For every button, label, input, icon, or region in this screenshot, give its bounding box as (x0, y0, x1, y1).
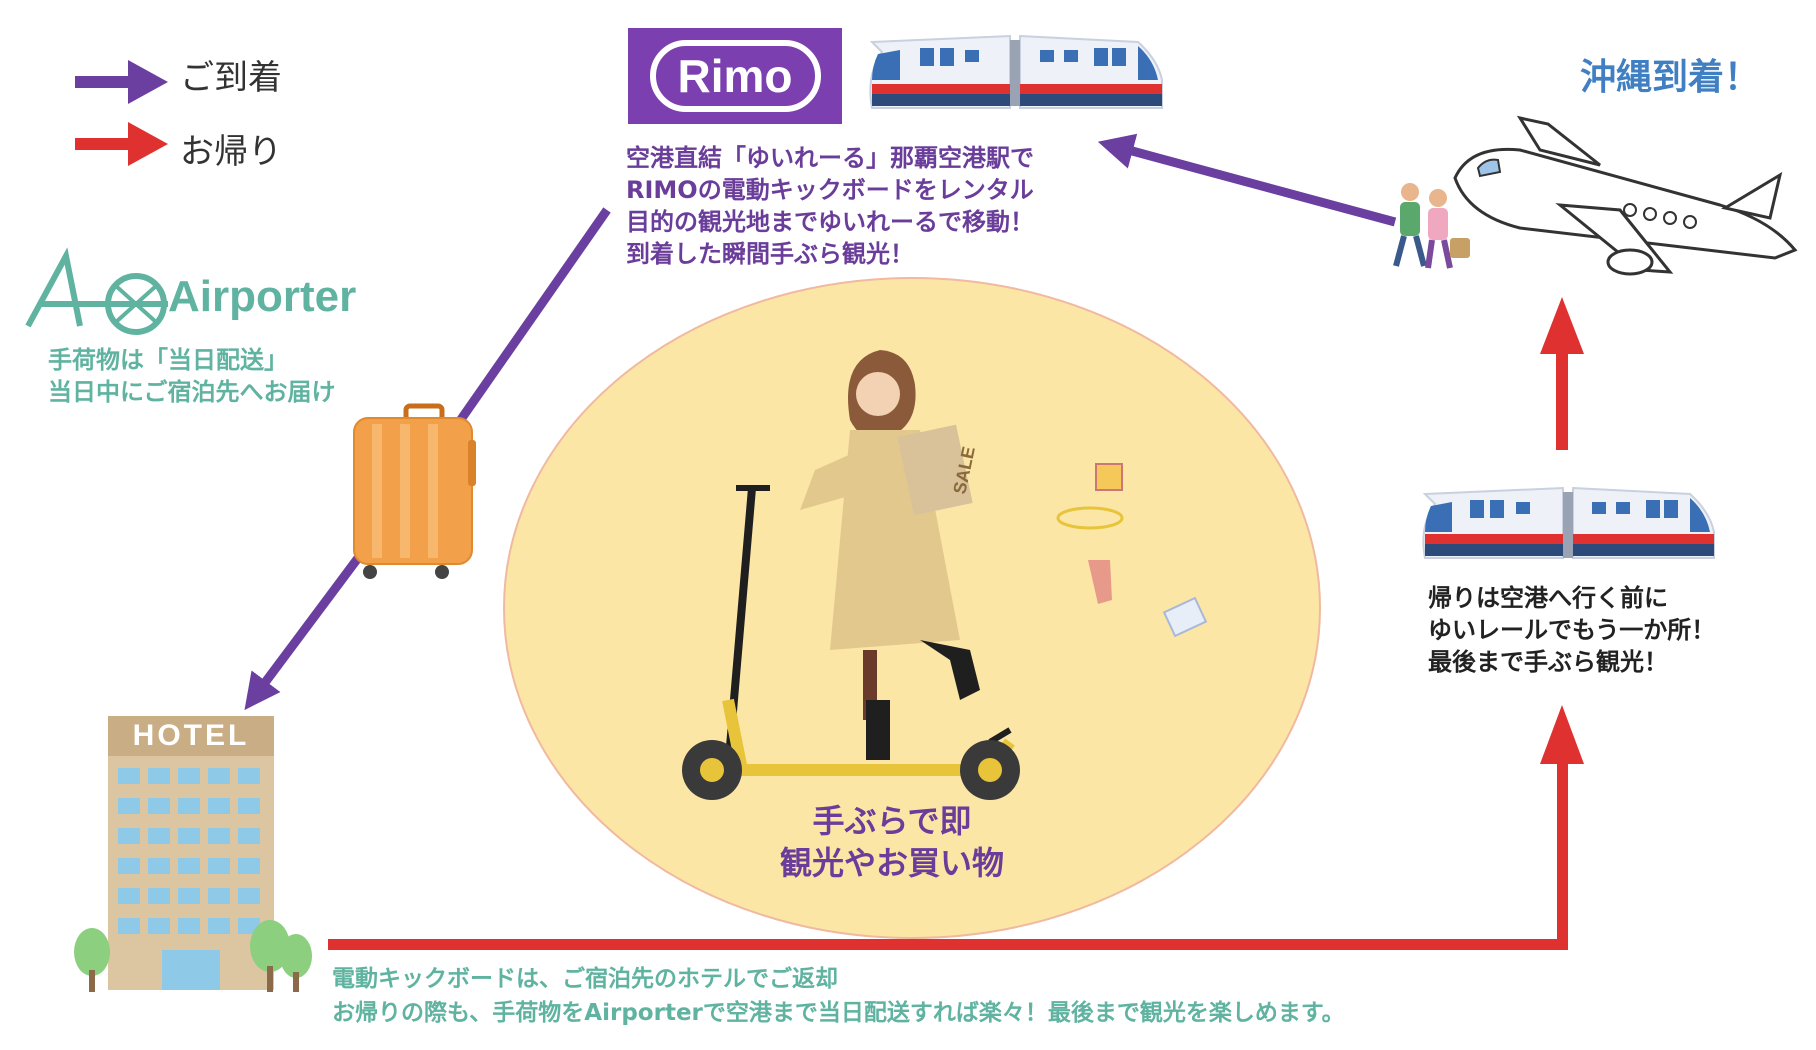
hotel-illustration (74, 716, 312, 992)
airporter-logo: Airporter (18, 246, 408, 336)
train-illustration-right (1423, 488, 1714, 558)
return-note-line-1: 帰りは空港へ行く前に (1428, 582, 1715, 614)
legend-arrival-arrow (75, 60, 168, 104)
bottom-note-line-2: お帰りの際も、手荷物をAirporterで空港まで当日配送すれば楽々！最後まで観… (332, 996, 1345, 1030)
rimo-line-3: 目的の観光地までゆいれーるで移動！ (626, 206, 1034, 238)
return-note-line-2: ゆいレールでもう一か所！ (1428, 614, 1715, 646)
return-note: 帰りは空港へ行く前に ゆいレールでもう一か所！ 最後まで手ぶら観光！ (1428, 582, 1715, 678)
bottom-note: 電動キックボードは、ご宿泊先のホテルでご返却 お帰りの際も、手荷物をAirpor… (332, 962, 1345, 1030)
suitcase-illustration (354, 406, 476, 579)
arrow-rimo-to-luggage (448, 210, 607, 438)
airporter-line-1: 手荷物は「当日配送」 (48, 344, 336, 376)
arrow-airport-to-rimo (1110, 145, 1395, 222)
rimo-line-4: 到着した瞬間手ぶら観光！ (626, 238, 1034, 270)
center-caption: 手ぶらで即 観光やお買い物 (712, 800, 1072, 884)
return-note-line-3: 最後まで手ぶら観光！ (1428, 646, 1715, 678)
airporter-logo-mark (18, 246, 168, 336)
airplane-illustration (1455, 118, 1795, 274)
legend-return-arrow (75, 122, 168, 166)
center-line-1: 手ぶらで即 (712, 800, 1072, 842)
arrow-luggage-to-hotel (252, 558, 358, 700)
center-line-2: 観光やお買い物 (712, 842, 1072, 884)
rimo-line-1: 空港直結「ゆいれーる」那覇空港駅で (626, 142, 1034, 174)
rimo-logo: Rimo (628, 28, 842, 124)
travelers-illustration (1396, 183, 1470, 268)
rimo-logo-text: Rimo (650, 40, 821, 112)
airporter-line-2: 当日中にご宿泊先へお届け (48, 376, 336, 408)
legend-return-label: お帰り (180, 124, 282, 173)
okinawa-arrival-title: 沖縄到着！ (1580, 48, 1760, 100)
legend-arrival-label: ご到着 (180, 50, 282, 99)
hotel-sign: HOTEL (108, 716, 274, 756)
train-illustration-top (870, 36, 1162, 108)
return-arrow-up (1540, 297, 1584, 450)
rimo-description: 空港直結「ゆいれーる」那覇空港駅で RIMOの電動キックボードをレンタル 目的の… (626, 142, 1034, 270)
bottom-note-line-1: 電動キックボードは、ご宿泊先のホテルでご返却 (332, 962, 1345, 996)
rimo-line-2: RIMOの電動キックボードをレンタル (626, 174, 1034, 206)
airporter-description: 手荷物は「当日配送」 当日中にご宿泊先へお届け (48, 344, 336, 408)
airporter-logo-text: Airporter (168, 272, 356, 322)
